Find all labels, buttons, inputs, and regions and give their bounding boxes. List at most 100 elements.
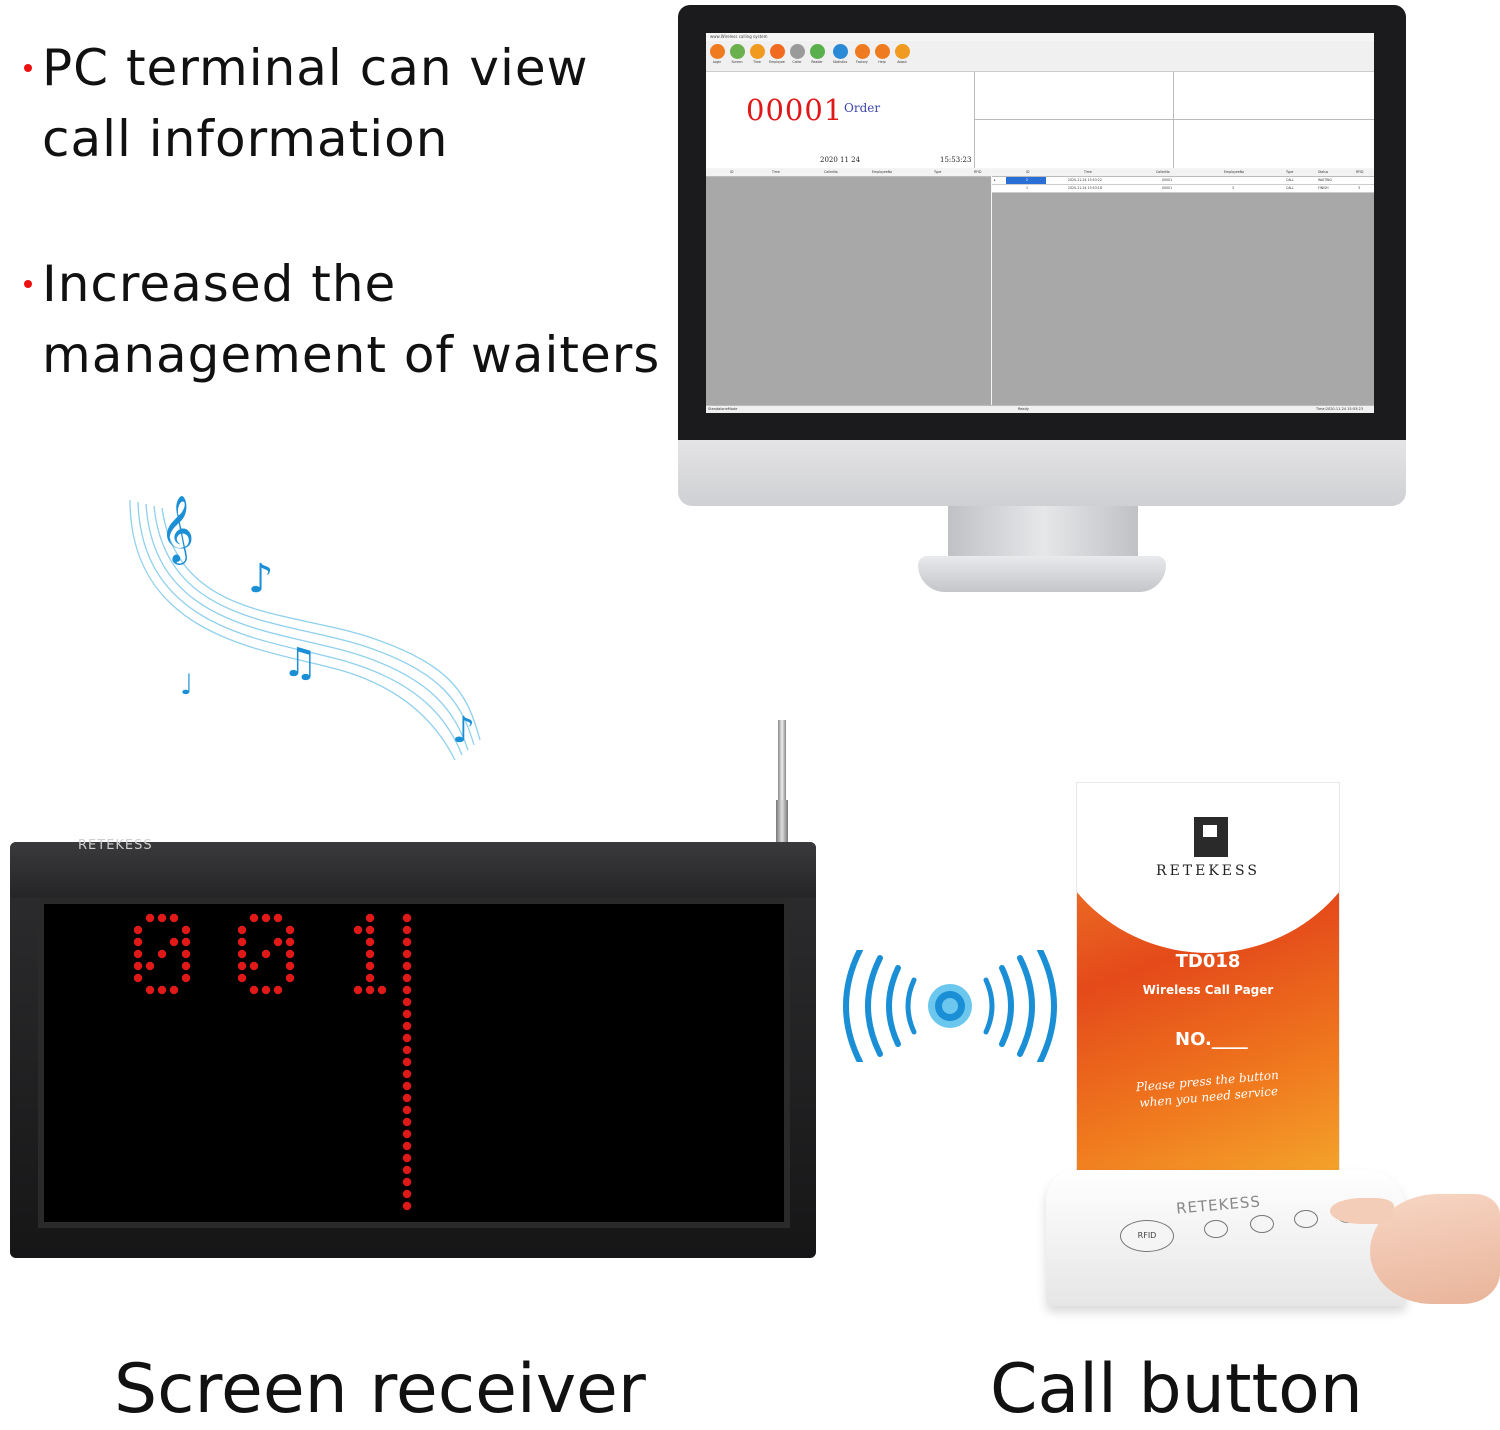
led-dot xyxy=(133,949,143,959)
toolbar-time[interactable]: Time xyxy=(748,44,766,70)
toolbar-login[interactable]: Login xyxy=(708,44,726,70)
led-dot xyxy=(181,925,191,935)
toolbar-about[interactable]: About xyxy=(893,44,911,70)
led-dot xyxy=(157,913,167,923)
bullet1-line2: call information xyxy=(42,110,449,168)
led-dot xyxy=(285,949,295,959)
svg-text:𝄞: 𝄞 xyxy=(160,494,194,565)
led-dot xyxy=(285,937,295,947)
led-divider-dot xyxy=(402,1009,412,1019)
led-divider-dot xyxy=(402,997,412,1007)
led-dot xyxy=(157,949,167,959)
led-dot xyxy=(145,985,155,995)
led-dot xyxy=(181,973,191,983)
bullet2-line2: management of waiters xyxy=(42,326,661,384)
led-dot xyxy=(133,937,143,947)
led-dot xyxy=(133,973,143,983)
order-panel xyxy=(706,72,975,168)
led-divider-dot xyxy=(402,961,412,971)
software-time: 15:53:23 xyxy=(940,156,972,164)
led-divider-dot xyxy=(402,1117,412,1127)
call-pager-card: RETEKESS TD018 Wireless Call Pager NO.__… xyxy=(1076,782,1340,1212)
call-button-3[interactable] xyxy=(1294,1210,1318,1228)
bullet-dot-2 xyxy=(24,280,32,288)
led-divider-dot xyxy=(402,1069,412,1079)
led-dot xyxy=(353,925,363,935)
led-dot xyxy=(181,937,191,947)
led-dot xyxy=(285,961,295,971)
toolbar-employee[interactable]: Employee xyxy=(768,44,786,70)
software-window: www.Wireless calling system Login Screen… xyxy=(706,33,1374,413)
left-call-grid[interactable]: ID Time CallerNo EmployeeNo Type RFID xyxy=(706,169,991,405)
receiver-brand: RETEKESS xyxy=(78,838,153,853)
led-dot xyxy=(365,937,375,947)
led-dot xyxy=(169,937,179,947)
led-dot xyxy=(133,961,143,971)
led-divider-dot xyxy=(402,1165,412,1175)
retekess-logo xyxy=(1194,817,1228,857)
led-dot xyxy=(145,913,155,923)
rfid-button[interactable]: RFID xyxy=(1120,1220,1174,1252)
receiver-antenna-base xyxy=(776,800,788,850)
wireless-signal-icon xyxy=(843,950,1057,1062)
svg-text:♪: ♪ xyxy=(452,710,475,751)
status-bar: StandaloneMode Ready Time:2020-11-24 15:… xyxy=(706,405,1374,413)
info-panel xyxy=(975,72,1374,168)
led-dot xyxy=(285,925,295,935)
software-title: www.Wireless calling system xyxy=(710,34,768,39)
led-digits xyxy=(133,913,412,1211)
toolbar-help[interactable]: Help xyxy=(873,44,891,70)
led-dot xyxy=(365,913,375,923)
led-divider-dot xyxy=(402,925,412,935)
bullet-dot-1 xyxy=(24,64,32,72)
toolbar-statistics[interactable]: Statistics xyxy=(831,44,849,70)
table-row[interactable]: ▸ 2 2020-11-24 15:53:22 00001 CALL WAITI… xyxy=(992,177,1374,185)
table-row[interactable]: 1 2020-11-24 15:53:18 00001 3 CALL FINIS… xyxy=(992,185,1374,193)
led-divider-dot xyxy=(402,1201,412,1211)
software-date: 2020 11 24 xyxy=(820,156,861,164)
led-dot xyxy=(249,985,259,995)
led-dot xyxy=(249,913,259,923)
led-dot xyxy=(261,949,271,959)
order-label: Order xyxy=(844,101,881,115)
toolbar-factory[interactable]: Factory xyxy=(853,44,871,70)
pager-brand: RETEKESS xyxy=(1156,863,1260,879)
caption-call-button: Call button xyxy=(990,1350,1363,1429)
finger xyxy=(1330,1198,1394,1224)
led-dot xyxy=(133,925,143,935)
led-dot xyxy=(249,961,259,971)
led-divider-dot xyxy=(402,949,412,959)
led-dot xyxy=(237,937,247,947)
led-dot xyxy=(181,961,191,971)
toolbar-reader[interactable]: Reader xyxy=(808,44,826,70)
led-dot xyxy=(181,949,191,959)
led-dot xyxy=(365,925,375,935)
caption-screen-receiver: Screen receiver xyxy=(114,1350,646,1429)
led-divider-dot xyxy=(402,1105,412,1115)
call-button-1[interactable] xyxy=(1204,1220,1228,1238)
employee-icon xyxy=(769,44,785,59)
led-dot xyxy=(273,937,283,947)
led-divider-dot xyxy=(402,1057,412,1067)
login-icon xyxy=(709,44,725,59)
call-button-2[interactable] xyxy=(1250,1215,1274,1233)
bullet2-line1: Increased the xyxy=(42,255,397,313)
led-dot xyxy=(365,985,375,995)
left-grid-header: ID Time CallerNo EmployeeNo Type RFID xyxy=(706,169,991,177)
led-divider-dot xyxy=(402,1129,412,1139)
toolbar-caller[interactable]: Caller xyxy=(788,44,806,70)
led-dot xyxy=(353,985,363,995)
led-dot xyxy=(237,925,247,935)
pager-subtitle: Wireless Call Pager xyxy=(1142,983,1274,997)
right-call-grid[interactable]: ID Time CallerNo EmployeeNo Type Status … xyxy=(992,169,1374,405)
led-dot xyxy=(237,961,247,971)
led-dot xyxy=(273,985,283,995)
screen-icon xyxy=(729,44,745,59)
monitor-foot xyxy=(918,556,1166,592)
caller-icon xyxy=(789,44,805,59)
toolbar-screen[interactable]: Screen xyxy=(728,44,746,70)
pager-model: TD018 xyxy=(1175,951,1241,972)
led-divider-dot xyxy=(402,1141,412,1151)
monitor-neck xyxy=(948,506,1138,562)
led-divider-dot xyxy=(402,985,412,995)
